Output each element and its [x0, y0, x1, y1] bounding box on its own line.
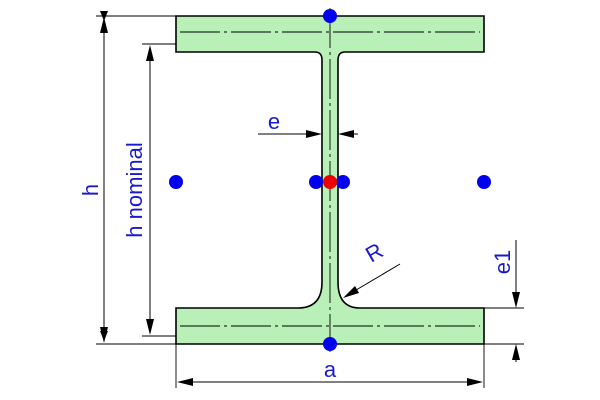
- label-e: e: [268, 109, 280, 134]
- arrowhead-hn-top: [146, 45, 154, 61]
- reference-points: [169, 9, 491, 351]
- arrowhead-a-right: [467, 378, 483, 386]
- arrowhead-h-top: [100, 17, 108, 33]
- label-e1: e1: [490, 250, 515, 274]
- arrowhead-r: [343, 286, 359, 298]
- label-h: h: [78, 184, 103, 196]
- point-left-flange-tip: [169, 175, 183, 189]
- extension-lines: [96, 15, 524, 388]
- arrowhead-a-left: [177, 378, 193, 386]
- label-r: R: [361, 238, 387, 268]
- point-web-left: [309, 175, 323, 189]
- label-h-nominal: h nominal: [122, 142, 147, 237]
- arrowhead-e-right: [338, 130, 354, 138]
- point-bottom-mid: [323, 337, 337, 351]
- point-centroid: [323, 175, 337, 189]
- arrowheads: [100, 17, 520, 386]
- arrowhead-e-left: [306, 130, 322, 138]
- arrowhead-hn-bottom: [146, 319, 154, 335]
- point-top-mid: [323, 9, 337, 23]
- point-web-right: [336, 175, 350, 189]
- point-right-flange-tip: [477, 175, 491, 189]
- label-a: a: [324, 357, 337, 382]
- arrowhead-e1-bottom: [512, 344, 520, 360]
- arrowhead-e1-top: [512, 292, 520, 308]
- arrowhead-h-bottom: [100, 327, 108, 343]
